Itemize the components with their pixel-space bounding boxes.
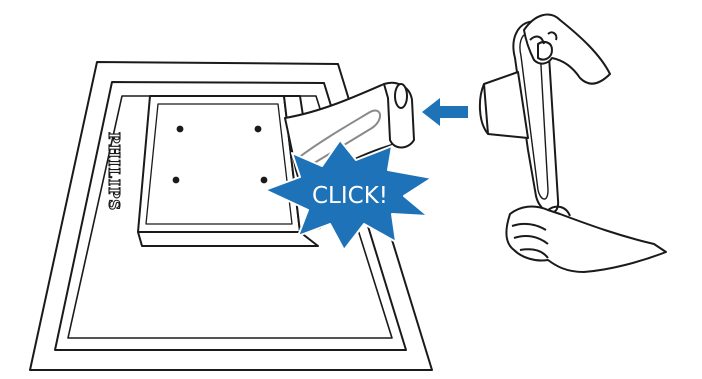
screw-hole <box>173 177 180 184</box>
lower-hand <box>507 207 666 272</box>
brand-logo: PHILIPS <box>105 132 123 211</box>
click-label: CLICK! <box>312 183 388 209</box>
arrow-left-icon <box>422 98 468 126</box>
screw-hole <box>255 126 262 133</box>
screw-hole <box>261 177 268 184</box>
screw-hole <box>177 126 184 133</box>
